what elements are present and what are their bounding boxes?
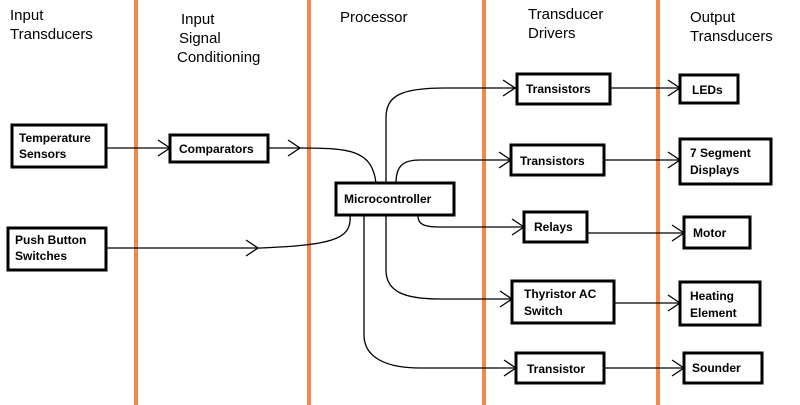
block-transistors-2: Transistors (509, 143, 606, 177)
svg-text:Transistor: Transistor (527, 362, 585, 376)
svg-text:Transistors: Transistors (526, 82, 591, 96)
svg-text:Transistors: Transistors (520, 154, 585, 168)
svg-text:Motor: Motor (693, 226, 727, 240)
svg-text:Comparators: Comparators (179, 142, 254, 156)
block-comparators: Comparators (168, 133, 270, 164)
block-relays: Relays (522, 210, 589, 244)
svg-text:Relays: Relays (534, 220, 573, 234)
block-transistors-1: Transistors (515, 72, 612, 106)
block-microcontroller: Microcontroller (334, 181, 456, 217)
connection-microcontroller-to-thyristor (385, 216, 512, 300)
connection-comparators-to-microcontroller (268, 147, 377, 184)
block-sounder: Sounder (682, 351, 764, 385)
connection-push-button-to-microcontroller (106, 215, 351, 249)
block-motor: Motor (682, 215, 752, 250)
svg-text:Microcontroller: Microcontroller (344, 192, 432, 206)
connection-microcontroller-to-transistors-1 (385, 87, 517, 183)
column-title-processor: Processor (340, 9, 408, 26)
svg-text:Sounder: Sounder (692, 361, 741, 375)
arrowhead (287, 139, 302, 157)
column-title-transducer-drivers: Transducer Drivers (528, 6, 607, 42)
block-leds: LEDs (678, 73, 740, 105)
column-title-input-signal-conditioning: Input Signal Conditioning (177, 11, 260, 66)
connection-microcontroller-to-transistors-2 (395, 159, 511, 184)
connection-microcontroller-to-transistor (363, 216, 516, 369)
svg-text:LEDs: LEDs (692, 83, 723, 97)
arrowhead (502, 79, 517, 97)
block-transistor: Transistor (514, 351, 606, 385)
arrowhead (245, 239, 260, 257)
connection-microcontroller-to-relays (417, 215, 524, 228)
column-title-output-transducers: Output Transducers (690, 9, 773, 45)
connections (106, 79, 686, 377)
column-title-input-transducers: Input Transducers (10, 7, 93, 43)
